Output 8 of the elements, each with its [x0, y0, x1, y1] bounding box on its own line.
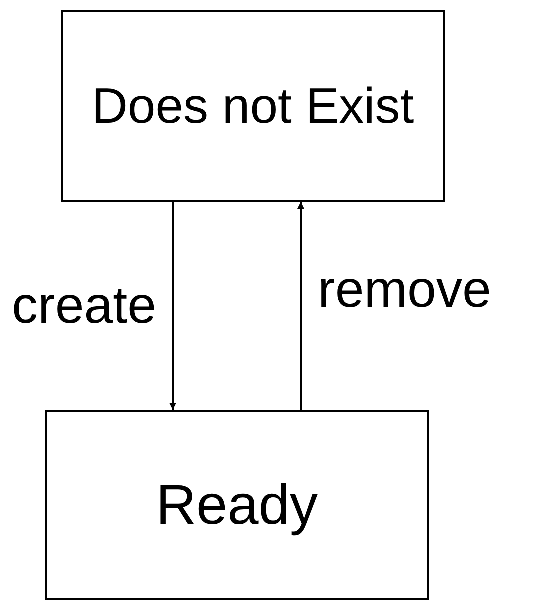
state-box [45, 410, 429, 600]
state-name: Does not Exist [92, 78, 414, 134]
arrow [298, 202, 304, 410]
edge-label: remove [318, 262, 492, 320]
state-box [61, 10, 445, 202]
arrow [170, 202, 176, 410]
state-name: Ready [156, 474, 318, 536]
edge-label: create [12, 278, 157, 336]
